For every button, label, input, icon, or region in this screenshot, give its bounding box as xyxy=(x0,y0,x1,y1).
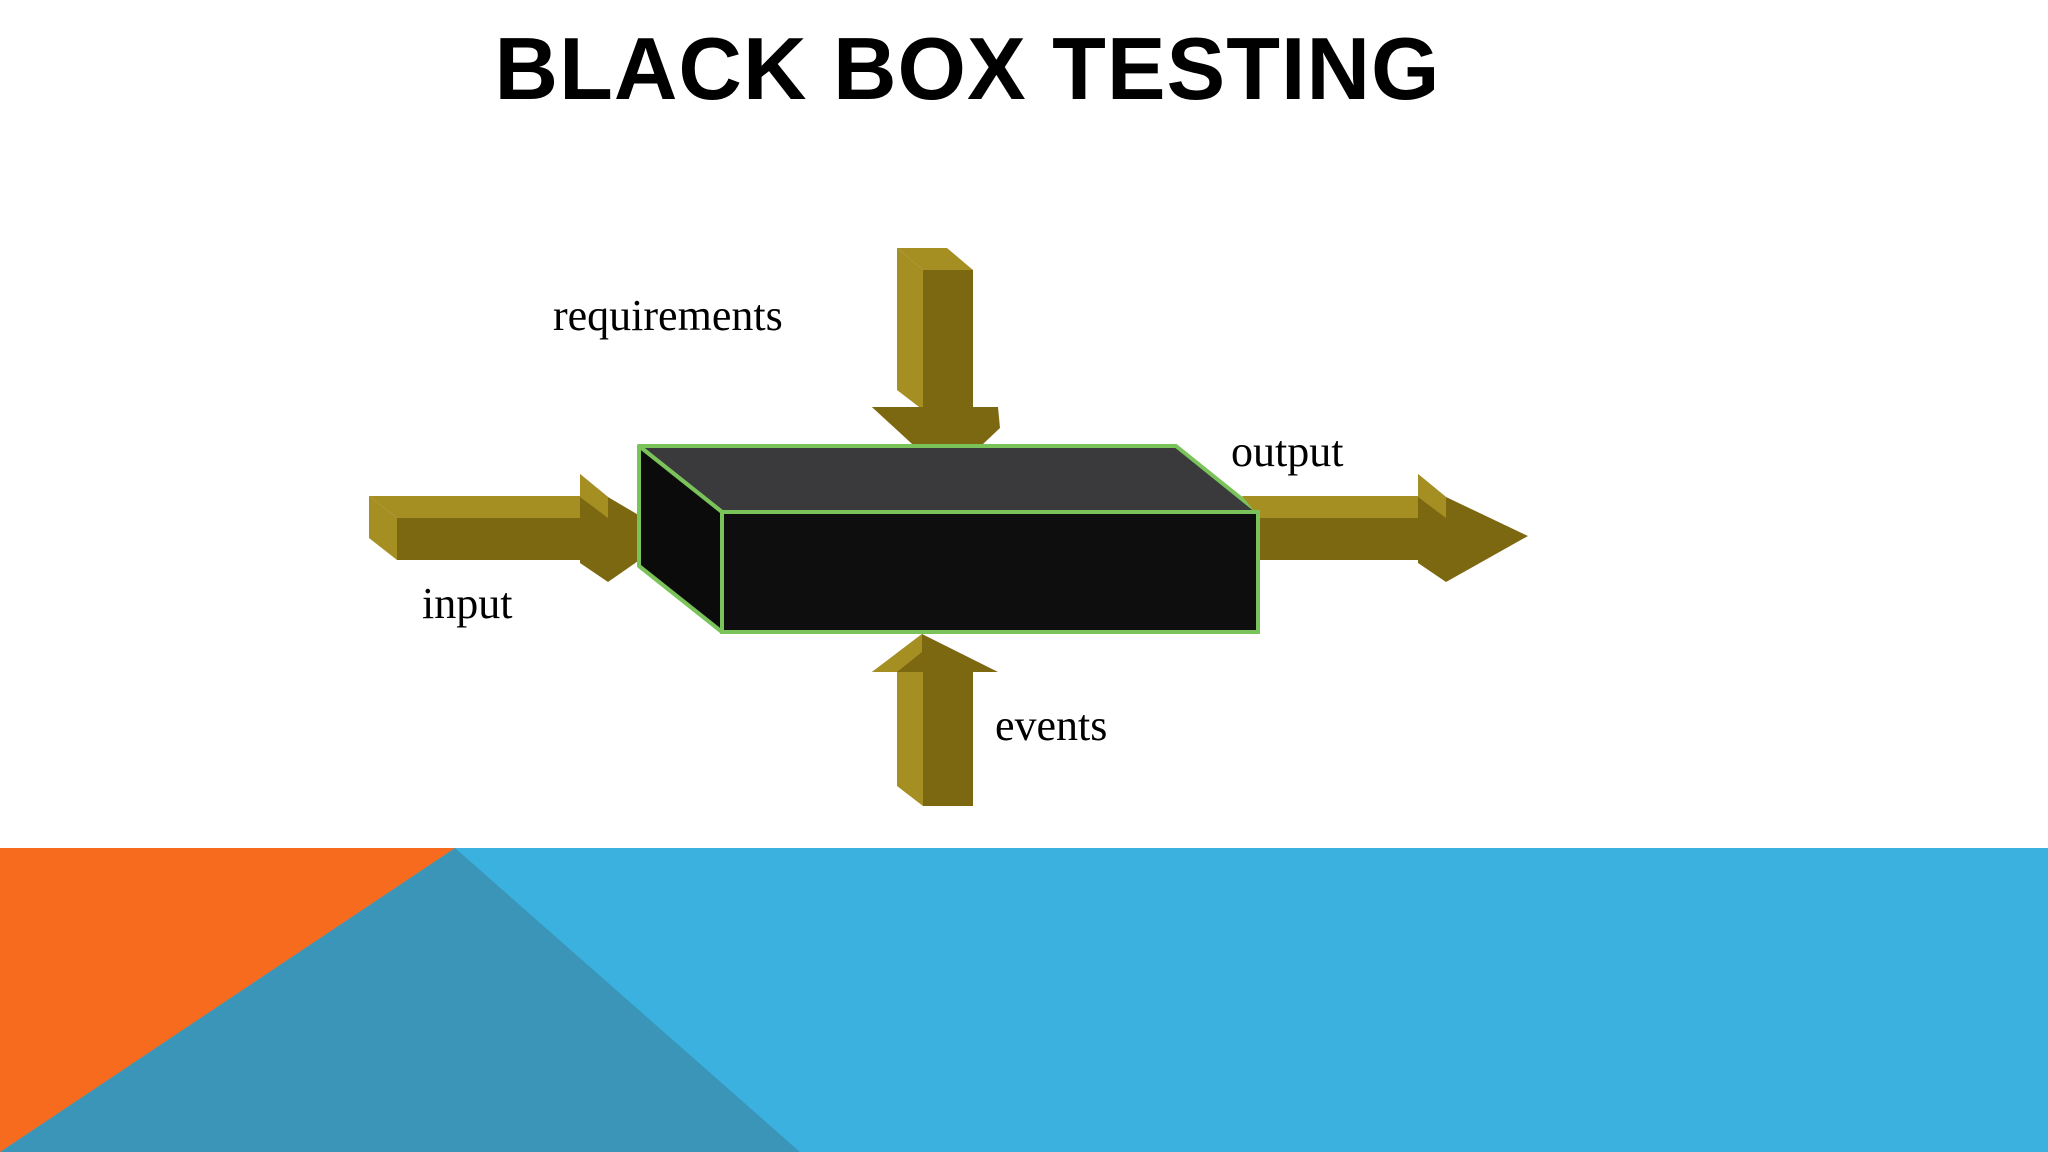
requirements-label: requirements xyxy=(553,291,783,340)
output-arrow xyxy=(1242,474,1528,582)
input-arrow xyxy=(369,474,674,582)
events-label: events xyxy=(995,701,1107,750)
events-arrow xyxy=(872,634,998,806)
footer-band xyxy=(0,848,2048,1152)
footer-orange-triangle xyxy=(0,848,455,1152)
footer-teal-triangle xyxy=(0,848,800,1152)
box-front-face xyxy=(720,510,1260,634)
box-top-face xyxy=(637,444,1260,514)
slide-title: BLACK BOX TESTING xyxy=(494,19,1441,118)
requirements-arrow xyxy=(872,248,1000,477)
input-label: input xyxy=(422,579,512,628)
output-label: output xyxy=(1231,427,1343,476)
